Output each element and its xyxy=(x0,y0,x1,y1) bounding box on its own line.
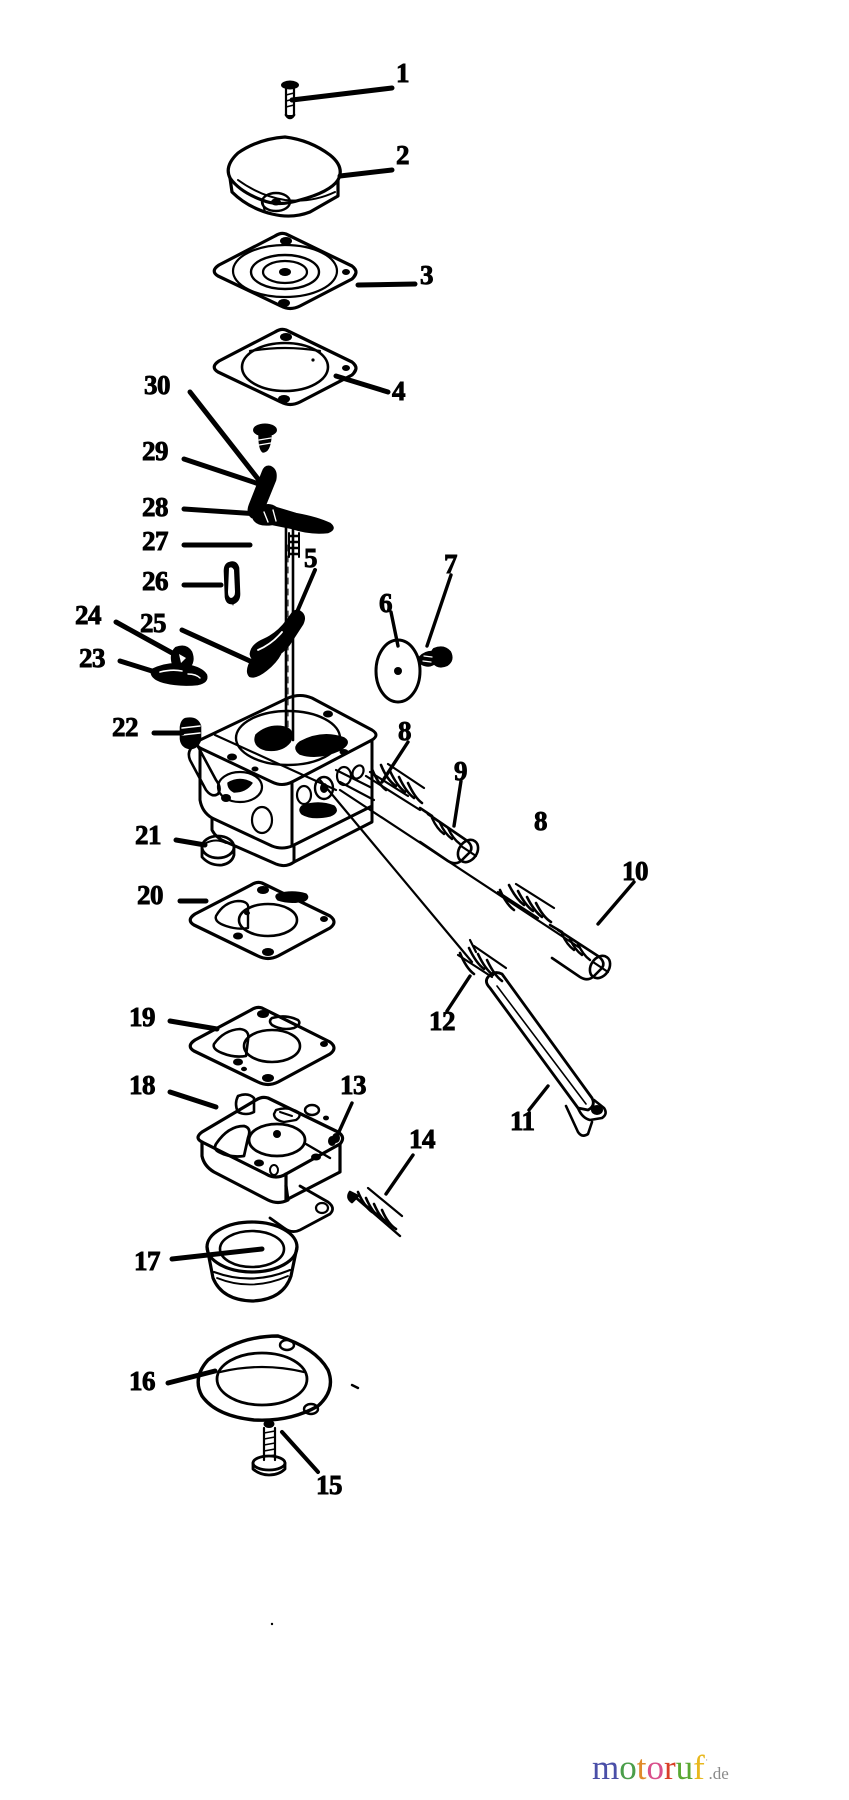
wm-letter-f: f xyxy=(693,1748,705,1787)
wm-tld: .de xyxy=(708,1764,729,1783)
callout-12: 12 xyxy=(429,1006,456,1036)
callout-17: 17 xyxy=(134,1246,161,1276)
part-13-pump-pin xyxy=(328,1136,336,1146)
wm-letter-m: m xyxy=(592,1748,620,1787)
callout-23: 23 xyxy=(79,643,106,673)
callout-15: 15 xyxy=(316,1470,343,1500)
part-20-pump-diaphragm xyxy=(188,880,336,961)
part-17-pump-cup xyxy=(205,1220,299,1303)
throttle-shaft xyxy=(284,518,295,742)
wm-registered-dot: ˙ xyxy=(704,1757,709,1770)
callout-19: 19 xyxy=(129,1002,156,1032)
part-5-return-spring xyxy=(249,609,305,662)
mixture-screw-bosses xyxy=(334,764,376,802)
callout-4: 4 xyxy=(392,376,406,406)
part-8-spring-lower xyxy=(496,882,556,924)
assembly-reference-line xyxy=(213,733,474,964)
part-29-choke-lever xyxy=(247,465,277,520)
callout-21: 21 xyxy=(135,820,162,850)
callout-14: 14 xyxy=(409,1124,436,1154)
part-4-metering-gasket xyxy=(212,327,358,407)
callout-6: 6 xyxy=(379,588,393,618)
part-30-shaft-screw xyxy=(253,423,277,453)
part-26-circlip xyxy=(223,561,241,606)
motoruf-watermark: motoruf˙.de xyxy=(592,1748,729,1788)
callout-25: 25 xyxy=(140,608,167,638)
part-21-welch-plug xyxy=(200,834,236,867)
part-3-metering-diaphragm xyxy=(212,231,358,311)
wm-letter-o1: o xyxy=(619,1748,637,1787)
callout-7: 7 xyxy=(444,549,458,579)
callout-13: 13 xyxy=(340,1070,367,1100)
callout-8-upper: 8 xyxy=(398,716,412,746)
callout-10: 10 xyxy=(622,856,649,886)
screw-axis-line xyxy=(338,788,582,950)
callout-22: 22 xyxy=(112,712,139,742)
callout-26: 26 xyxy=(142,566,169,596)
part-10-high-speed-screw xyxy=(548,923,612,981)
callout-11: 11 xyxy=(510,1106,536,1136)
wm-letter-r: r xyxy=(663,1748,676,1787)
part-2-metering-cover xyxy=(226,135,342,218)
callout-29: 29 xyxy=(142,436,169,466)
callout-3: 3 xyxy=(420,260,434,290)
callout-27: 27 xyxy=(142,526,169,556)
callout-1: 1 xyxy=(396,58,410,88)
callout-16: 16 xyxy=(129,1366,156,1396)
callout-8-lower: 8 xyxy=(534,806,548,836)
callout-20: 20 xyxy=(137,880,164,910)
callout-9: 9 xyxy=(454,756,468,786)
part-8-spring-upper xyxy=(364,762,426,812)
part-6-choke-plate xyxy=(374,638,422,704)
part-11-throttle-link xyxy=(485,971,607,1137)
callout-28: 28 xyxy=(142,492,169,522)
part-16-intake-gasket xyxy=(196,1334,360,1422)
callout-24: 24 xyxy=(75,600,102,630)
part-19-pump-gasket xyxy=(188,1005,336,1087)
part-14-inlet-screw xyxy=(347,1186,404,1238)
callout-30: 30 xyxy=(144,370,171,400)
wm-letter-t: t xyxy=(636,1748,647,1787)
callout-18: 18 xyxy=(129,1070,156,1100)
part-9-idle-screw xyxy=(418,806,480,865)
wm-letter-o2: o xyxy=(646,1748,664,1787)
part-12-link-spring xyxy=(456,938,508,983)
callout-2: 2 xyxy=(396,140,410,170)
wm-letter-u: u xyxy=(675,1748,694,1787)
callout-5: 5 xyxy=(304,543,318,573)
part-7-choke-screw xyxy=(418,646,453,668)
part-15-screw xyxy=(251,1420,287,1477)
part-18-pump-body xyxy=(196,1093,345,1233)
part-23-metering-lever xyxy=(150,662,208,686)
leader-lines xyxy=(113,85,636,1474)
